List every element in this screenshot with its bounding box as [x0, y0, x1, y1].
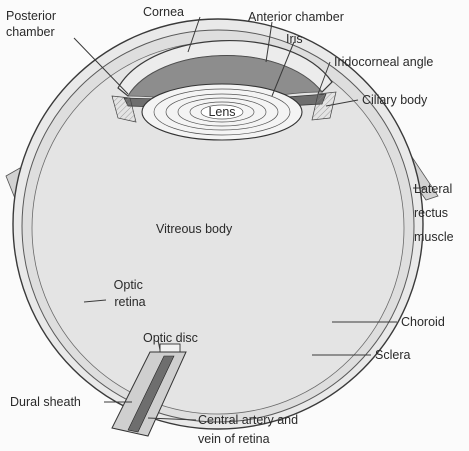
label-sclera: Sclera: [375, 348, 410, 362]
label-central-artery-line-1: Central artery and: [198, 413, 298, 427]
label-optic-disc: Optic disc: [143, 331, 198, 345]
label-central-artery-line-2: vein of retina: [198, 432, 270, 446]
label-optic-retina-line-2: retina: [114, 295, 145, 309]
label-iris: Iris: [286, 32, 303, 46]
label-lateral-rectus-line-1: Lateral: [414, 182, 452, 196]
label-cornea: Cornea: [143, 5, 184, 19]
label-lateral-rectus-muscle: Lateral rectus muscle: [414, 182, 456, 244]
label-ciliary-body: Ciliary body: [362, 93, 428, 107]
label-posterior-chamber-line-2: chamber: [6, 25, 55, 39]
label-optic-retina-line-1: Optic: [114, 278, 143, 292]
label-posterior-chamber: Posterior chamber: [6, 9, 60, 39]
label-choroid: Choroid: [401, 315, 445, 329]
label-lateral-rectus-line-2: rectus: [414, 206, 448, 220]
label-vitreous-body: Vitreous body: [156, 222, 233, 236]
label-posterior-chamber-line-1: Posterior: [6, 9, 56, 23]
label-lateral-rectus-line-3: muscle: [414, 230, 454, 244]
label-dural-sheath: Dural sheath: [10, 395, 81, 409]
label-iridocorneal-angle: Iridocorneal angle: [334, 55, 433, 69]
label-lens: Lens: [208, 105, 235, 119]
label-anterior-chamber: Anterior chamber: [248, 10, 344, 24]
